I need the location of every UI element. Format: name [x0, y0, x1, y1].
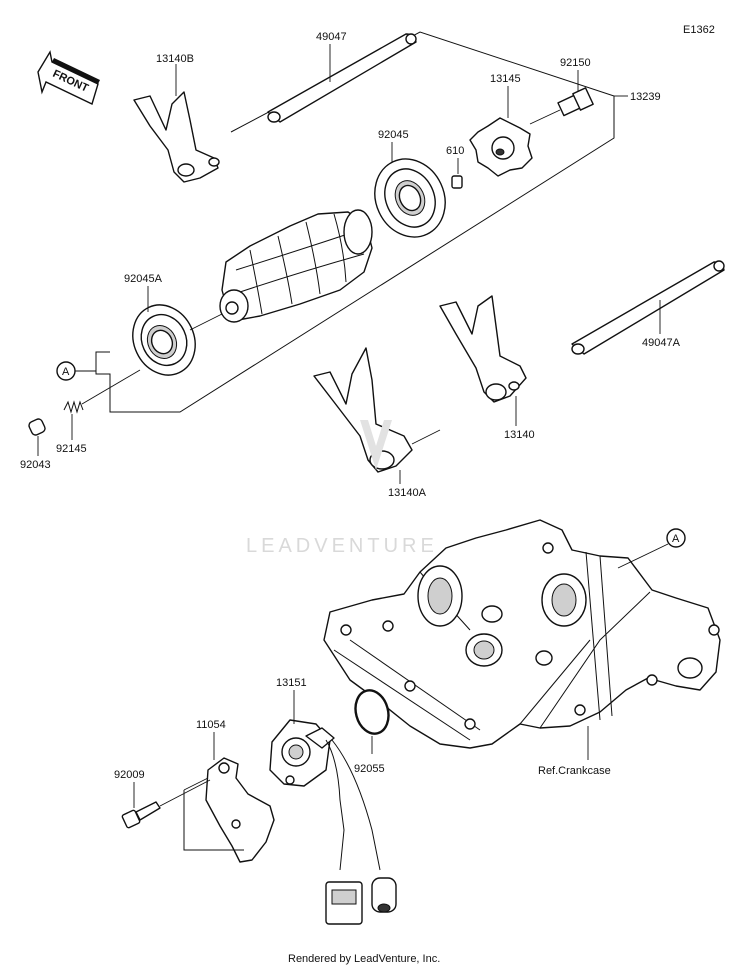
- label-13140: 13140: [504, 429, 535, 441]
- bolt-92009: [121, 779, 211, 829]
- svg-text:A: A: [62, 366, 70, 378]
- label-92043: 92043: [20, 459, 51, 471]
- label-92045a: 92045A: [124, 273, 163, 285]
- bolt-92150: [529, 87, 594, 125]
- sensor-13151: [269, 719, 397, 925]
- plate-11054: [205, 757, 275, 863]
- watermark: LEADVENTURE: [246, 420, 438, 557]
- assembly-frame: [95, 31, 615, 413]
- o-ring-92055: [354, 689, 390, 735]
- spring-92145: [63, 369, 141, 414]
- label-92009: 92009: [114, 769, 145, 781]
- svg-text:A: A: [672, 533, 680, 545]
- label-610: 610: [446, 145, 464, 157]
- shaft-49047a: [571, 260, 725, 355]
- label-92145: 92145: [56, 443, 87, 455]
- pin-610: [451, 175, 463, 189]
- callout-a-bottom: A: [617, 528, 686, 569]
- svg-text:LEADVENTURE: LEADVENTURE: [246, 535, 438, 557]
- pin-92043: [28, 418, 46, 436]
- label-ref-crankcase: Ref.Crankcase: [538, 765, 611, 777]
- shift-fork-13140b: [133, 91, 220, 183]
- footer-credit: Rendered by LeadVenture, Inc.: [288, 953, 440, 965]
- shaft-49047: [267, 33, 417, 123]
- label-92045: 92045: [378, 129, 409, 141]
- label-13140a: 13140A: [388, 487, 427, 499]
- label-13151: 13151: [276, 677, 307, 689]
- label-49047: 49047: [316, 31, 347, 43]
- label-13140b: 13140B: [156, 53, 194, 65]
- shift-drum: [219, 209, 373, 323]
- label-11054: 11054: [196, 719, 226, 731]
- front-arrow-icon: FRONT: [37, 50, 100, 105]
- bearing-92045a: [132, 304, 196, 376]
- label-49047a: 49047A: [642, 337, 681, 349]
- label-92150: 92150: [560, 57, 591, 69]
- shift-fork-13140: [439, 295, 527, 403]
- crankcase: [323, 519, 721, 749]
- callout-a-top: A: [56, 361, 96, 381]
- label-13239: 13239: [630, 91, 661, 103]
- diagram-code: E1362: [683, 24, 715, 36]
- label-92055: 92055: [354, 763, 385, 775]
- star-plate-13145: [469, 117, 533, 177]
- bearing-92045: [374, 158, 446, 238]
- label-13145: 13145: [490, 73, 521, 85]
